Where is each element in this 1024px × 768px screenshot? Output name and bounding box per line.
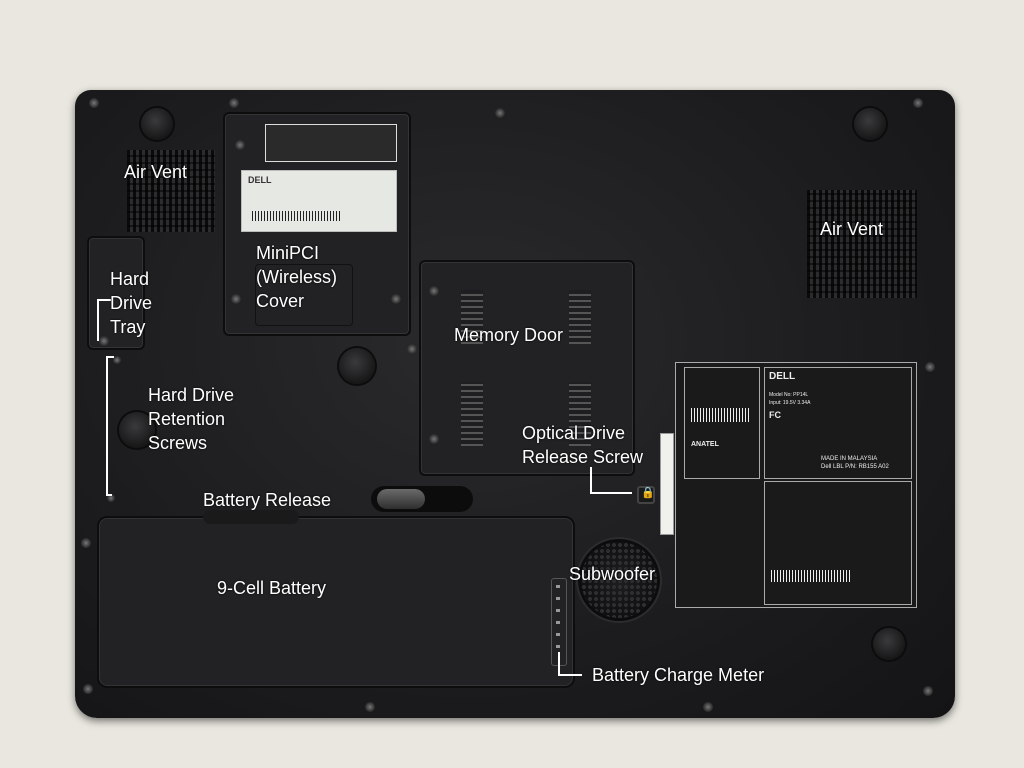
patent-sticker (265, 124, 397, 162)
dell-model-label: DELL Model No: PP14L Input: 19.5V 3.34A … (764, 367, 912, 479)
edge-screw-6[interactable] (365, 702, 375, 712)
label-minipci-2: (Wireless) (256, 267, 337, 287)
label-memory-door: Memory Door (454, 325, 564, 345)
license-barcode (252, 211, 342, 221)
label-optical-2: Release Screw (522, 447, 644, 467)
minipci-screw-1[interactable] (235, 140, 245, 150)
windows-license-sticker: DELL (241, 170, 397, 232)
label-battery-meter: Battery Charge Meter (592, 665, 765, 685)
laptop-bottom-chassis: DELL 🔒 ANATEL (75, 90, 955, 718)
lbl-part-number: Dell LBL P/N: RB155 A02 (821, 464, 889, 470)
label-hdd-screws-3: Screws (148, 433, 208, 453)
memory-door-screw-2[interactable] (429, 434, 439, 444)
hdd-retention-screw-bottom[interactable] (107, 494, 115, 502)
hard-drive-tray-panel[interactable] (87, 236, 145, 350)
leader-battery-meter-v (558, 652, 560, 676)
dell-logo: DELL (769, 371, 796, 382)
subwoofer-grille (581, 542, 657, 618)
label-air-vent-left: Air Vent (124, 162, 188, 182)
model-number: Model No: PP14L (769, 392, 809, 398)
service-tag-label: ANATEL (684, 367, 760, 479)
minipci-cover-panel[interactable]: DELL (223, 112, 411, 336)
white-barcode-strip (660, 433, 674, 535)
edge-screw-9[interactable] (495, 108, 505, 118)
label-battery: 9-Cell Battery (217, 578, 327, 598)
rubber-foot-top-right (854, 108, 886, 140)
optical-release-screw[interactable]: 🔒 (637, 486, 655, 504)
edge-screw-5[interactable] (923, 686, 933, 696)
edge-screw-8[interactable] (407, 344, 417, 354)
label-hdd-screws-1: Hard Drive (148, 385, 235, 405)
made-in-text: MADE IN MALAYSIA (821, 456, 878, 462)
charge-meter-leds (556, 585, 560, 655)
edge-screw-2[interactable] (913, 98, 923, 108)
label-air-vent-right: Air Vent (820, 219, 884, 239)
rubber-foot-bottom-right (873, 628, 905, 660)
memory-grille-4 (569, 382, 591, 446)
lock-icon: 🔒 (641, 487, 655, 499)
leader-battery-meter-h (558, 674, 582, 676)
memory-grille-1 (461, 290, 483, 344)
leader-hdd-tray-h (97, 299, 111, 301)
minipci-screw-2[interactable] (231, 294, 241, 304)
edge-screw-1[interactable] (89, 98, 99, 108)
battery-grip (203, 510, 299, 524)
label-hdd-tray-2: Drive (110, 293, 153, 313)
rubber-foot-top-left (141, 108, 173, 140)
edge-screw-10[interactable] (229, 98, 239, 108)
hdd-tray-screw[interactable] (99, 336, 109, 346)
fcc-logo: FC (769, 410, 781, 420)
label-hdd-tray-3: Tray (110, 317, 146, 337)
label-hdd-screws-2: Retention (148, 409, 226, 429)
memory-door-screw-1[interactable] (429, 286, 439, 296)
edge-screw-7[interactable] (703, 702, 713, 712)
anatel-text: ANATEL (691, 441, 719, 448)
label-minipci-1: MiniPCI (256, 243, 320, 263)
air-vent-right-grille (807, 190, 917, 298)
license-brand: DELL (248, 175, 272, 185)
label-battery-release: Battery Release (203, 490, 332, 510)
memory-door-panel[interactable] (419, 260, 635, 476)
air-vent-left-grille (127, 150, 215, 232)
compliance-barcode (771, 570, 851, 582)
memory-grille-2 (569, 290, 591, 344)
edge-screw-11[interactable] (925, 362, 935, 372)
battery-panel[interactable] (97, 510, 575, 688)
leader-hdd-screws-v (106, 356, 108, 496)
leader-hdd-tray-v (97, 299, 99, 341)
edge-screw-4[interactable] (83, 684, 93, 694)
label-hdd-tray-1: Hard (110, 269, 150, 289)
service-tag-barcode (691, 408, 751, 422)
leader-hdd-screws-top (106, 356, 114, 358)
input-rating: Input: 19.5V 3.34A (769, 400, 811, 406)
memory-grille-3 (461, 382, 483, 446)
leader-hdd-screws-bottom (106, 494, 112, 496)
hdd-retention-screw-top[interactable] (113, 356, 121, 364)
label-optical-1: Optical Drive (522, 423, 626, 443)
rubber-foot-hdd (119, 412, 155, 448)
regulatory-label-area: ANATEL DELL Model No: PP14L Input: 19.5V… (660, 362, 917, 608)
label-subwoofer: Subwoofer (569, 564, 656, 584)
label-minipci-3: Cover (256, 291, 305, 311)
minipci-inner-recess (255, 264, 353, 326)
battery-release-slider[interactable] (377, 489, 425, 509)
edge-screw-3[interactable] (81, 538, 91, 548)
leader-optical-v (590, 467, 592, 494)
compliance-label (764, 481, 912, 605)
battery-release-latch[interactable] (371, 486, 473, 512)
rubber-foot-middle (339, 348, 375, 384)
leader-optical-h (590, 492, 632, 494)
minipci-screw-3[interactable] (391, 294, 401, 304)
